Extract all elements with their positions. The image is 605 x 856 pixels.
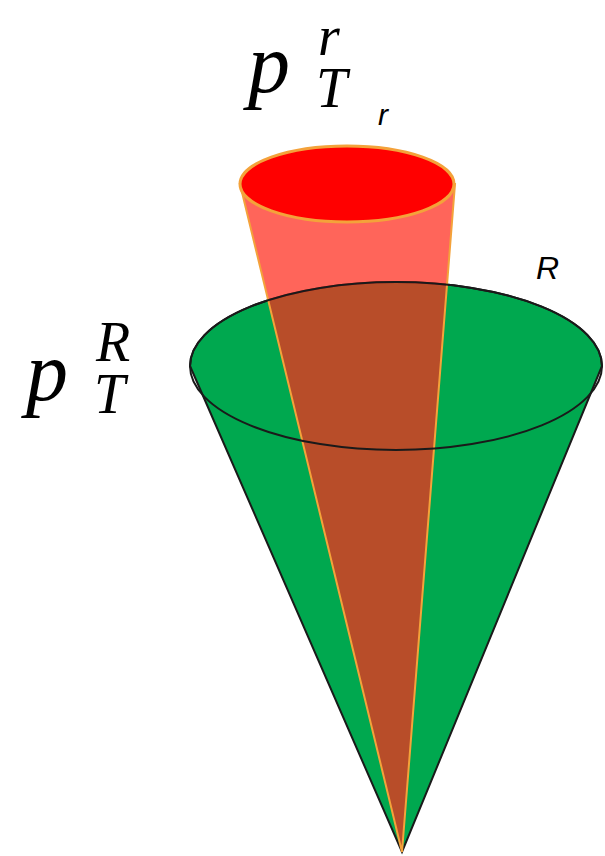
large-cone-rim: [190, 282, 602, 450]
superscript: R: [96, 314, 130, 370]
radius-label: r: [378, 100, 388, 130]
superscript: r: [318, 8, 340, 64]
small-cone-rim: [240, 146, 454, 222]
momentum-symbol: p: [26, 330, 68, 414]
subscript: T: [316, 60, 347, 116]
radius-label: R: [536, 252, 559, 284]
subscript: T: [94, 366, 125, 422]
momentum-symbol: p: [248, 22, 290, 106]
